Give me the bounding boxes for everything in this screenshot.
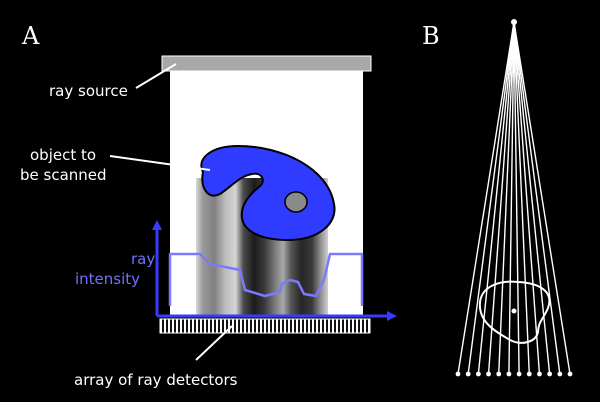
fan-ray [477, 21, 515, 375]
fan-beam-rays [455, 21, 573, 377]
detector-array [159, 318, 371, 334]
fan-detector-point [537, 371, 542, 377]
fan-source-point [511, 19, 517, 25]
fan-ray [487, 21, 515, 375]
detectors-leader [195, 325, 233, 361]
fan-detector-point [557, 371, 563, 377]
detectors-label: array of ray detectors [74, 371, 238, 389]
fan-detector-point [486, 371, 491, 377]
fan-ray [467, 21, 515, 375]
object-label-line2: be scanned [20, 166, 107, 184]
fan-object-center [511, 308, 517, 314]
fan-ray [513, 21, 571, 375]
fan-ray [513, 21, 530, 375]
fan-detector-point [547, 371, 553, 377]
ray-source-label: ray source [49, 82, 128, 100]
fan-detector-point [526, 371, 532, 377]
fan-ray [498, 21, 515, 375]
panel-a-letter: A [21, 22, 40, 50]
fan-detector-point [516, 371, 522, 377]
fan-detector-point [455, 371, 461, 377]
object-label-line1: object to [30, 146, 96, 164]
fan-scanned-object [478, 280, 551, 344]
fan-ray [513, 21, 551, 375]
fan-ray [457, 21, 515, 375]
scanned-object [200, 144, 336, 242]
object-leader [109, 155, 211, 171]
fan-detector-point [567, 371, 573, 377]
fan-ray [513, 21, 561, 375]
panel-b-letter: B [422, 22, 440, 50]
panel-a: A ray source object to be scanned ray in… [20, 22, 397, 389]
intensity-curve [168, 252, 364, 306]
intensity-label-line2: intensity [75, 270, 140, 288]
fan-ray [513, 21, 541, 375]
fan-detector-point [475, 371, 481, 377]
panel-b: B [422, 19, 573, 377]
fan-detector-point [465, 371, 471, 377]
intensity-label-line1: ray [131, 250, 155, 268]
fan-detector-point [496, 371, 502, 377]
fan-detector-point [506, 371, 512, 377]
fan-ray [508, 21, 515, 375]
ray-source-leader [135, 63, 177, 89]
fan-ray [513, 21, 520, 375]
ray-source-bar [161, 55, 372, 72]
object-hole [284, 191, 308, 213]
